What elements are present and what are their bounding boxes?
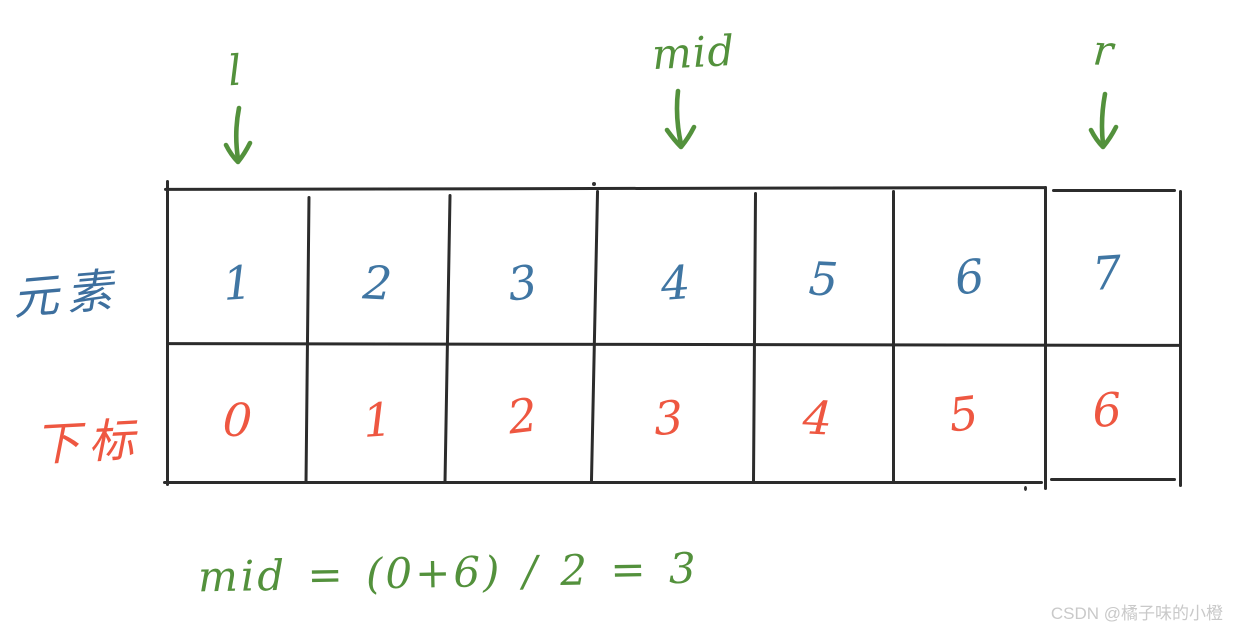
right-pointer-label: r [1091,25,1115,76]
index-cell: 3 [652,390,685,446]
pen-dot [592,182,596,186]
index-cell: 0 [221,392,254,448]
table-vline-5 [892,190,896,483]
pen-dot [1024,486,1027,491]
element-cell: 6 [951,248,988,306]
element-cell: 7 [1090,245,1124,301]
table-vline-7 [1179,190,1183,487]
csdn-watermark: CSDN @橘子味的小橙 [1050,604,1223,623]
left-pointer-label: l [226,45,244,96]
index-cell: 5 [945,385,982,443]
mid-formula: mid = (0+6) / 2 = 3 [197,543,700,602]
mid-pointer-down-arrow-icon [664,88,697,150]
table-top-border [163,186,1048,192]
index-cell: 6 [1090,382,1124,438]
element-cell: 2 [361,255,394,311]
table-bottom-border-last-cell [1050,478,1176,482]
element-cell: 3 [504,254,541,312]
left-pointer-down-arrow-icon [223,105,253,165]
table-row-divider [165,342,1182,348]
index-cell: 4 [801,390,834,446]
mid-pointer-label: mid [650,25,737,80]
indices-row-label: 下标 [32,412,144,472]
table-vline-0 [166,180,170,486]
table-bottom-border [163,481,1043,485]
elements-row-label: 元素 [10,262,123,326]
element-cell: 4 [659,255,692,311]
index-cell: 1 [361,392,394,448]
table-top-border-last-cell [1052,189,1176,193]
index-cell: 2 [504,387,541,445]
element-cell: 5 [807,251,840,307]
table-vline-6 [1044,186,1048,490]
element-cell: 1 [221,255,254,311]
right-pointer-down-arrow-icon [1088,91,1119,150]
